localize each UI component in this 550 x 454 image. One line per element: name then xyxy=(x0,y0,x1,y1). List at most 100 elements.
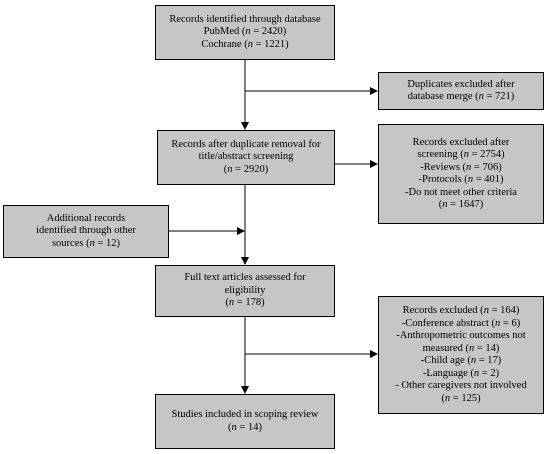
box-line: eligibility xyxy=(225,285,266,298)
box-line: (n = 14) xyxy=(228,422,262,435)
box-line: database merge (n = 721) xyxy=(408,91,515,104)
line-text: -Anthropometric outcomes not xyxy=(396,330,526,341)
line-text: ( xyxy=(228,421,232,433)
line-text: = 721) xyxy=(483,91,515,102)
box-line: Duplicates excluded after xyxy=(407,79,514,92)
line-text: -Protocols ( xyxy=(418,174,468,185)
line-text: Additional records xyxy=(46,212,126,224)
line-text: Duplicates excluded after xyxy=(407,78,515,90)
line-text: = 1221) xyxy=(252,38,289,50)
box-line: (n = 2920) xyxy=(224,164,268,177)
n-symbol: n xyxy=(227,163,233,175)
line-text: = 17) xyxy=(476,355,502,366)
line-text: = 2754) xyxy=(468,149,505,160)
n-symbol: n xyxy=(468,342,475,354)
line-text: eligibility xyxy=(224,284,266,296)
box-line: title/abstract screening xyxy=(199,151,294,164)
box-line: PubMed (n = 2420) xyxy=(204,26,287,39)
line-text: -Conference abstract ( xyxy=(401,317,496,329)
box-line: (n = 178) xyxy=(225,297,264,310)
box-line: Studies included in scoping review xyxy=(172,409,319,422)
line-text: -Do not meet other criteria xyxy=(405,186,517,198)
box-line: -Do not meet other criteria xyxy=(405,187,517,200)
box-line: (n = 1647) xyxy=(439,199,483,212)
n-symbol: n xyxy=(466,161,472,173)
line-text: = 178) xyxy=(234,297,265,309)
line-text: Full text articles assessed for xyxy=(184,272,306,284)
n-symbol: n xyxy=(467,174,474,185)
box-line: (n = 125) xyxy=(441,393,480,406)
n-symbol: n xyxy=(478,91,484,102)
line-text: Records after duplicate removal for xyxy=(171,138,321,150)
line-text: identified through other xyxy=(36,225,136,237)
n-symbol: n xyxy=(483,305,489,316)
line-text: sources ( xyxy=(51,237,90,249)
box-line: Additional records xyxy=(47,213,125,226)
line-text: Records excluded ( xyxy=(402,305,484,316)
n-symbol: n xyxy=(444,392,451,404)
box-line: - Other caregivers not involved xyxy=(395,380,526,393)
line-text: -Reviews ( xyxy=(420,161,467,173)
box-line: sources (n = 12) xyxy=(52,238,120,251)
box-line: identified through other xyxy=(36,225,136,238)
line-text: Records identified through database xyxy=(169,13,321,25)
n-symbol: n xyxy=(495,317,501,329)
line-text: Records excluded after xyxy=(412,136,510,148)
line-text: measured ( xyxy=(422,342,469,354)
box-line: Records excluded (n = 164) xyxy=(403,305,520,318)
line-text: = 125) xyxy=(450,392,481,404)
line-text: = 2) xyxy=(479,367,500,379)
box-line: Records excluded after xyxy=(413,137,510,150)
line-text: -Language ( xyxy=(422,367,474,379)
box-line: -Anthropometric outcomes not xyxy=(396,330,525,343)
line-text: -Child age ( xyxy=(420,355,471,366)
line-text: = 12) xyxy=(94,237,121,249)
line-text: ( xyxy=(441,392,445,404)
line-text: = 706) xyxy=(471,161,502,173)
line-text: PubMed ( xyxy=(203,26,246,38)
line-text: - Other caregivers not involved xyxy=(395,380,527,391)
n-symbol: n xyxy=(89,237,95,249)
box-line: -Reviews (n = 706) xyxy=(420,162,501,175)
line-text: Studies included in scoping review xyxy=(171,409,319,420)
line-text: Cochrane ( xyxy=(201,38,248,50)
box-line: -Protocols (n = 401) xyxy=(419,174,504,187)
n-symbol: n xyxy=(247,38,253,50)
box-line: Cochrane (n = 1221) xyxy=(201,39,288,52)
box-line: -Conference abstract (n = 6) xyxy=(402,318,520,331)
line-text: = 401) xyxy=(473,174,504,185)
n-symbol: n xyxy=(228,297,235,309)
n-symbol: n xyxy=(463,149,469,160)
line-text: ( xyxy=(225,297,229,309)
line-text: = 6) xyxy=(500,317,521,329)
n-symbol: n xyxy=(442,199,448,210)
n-symbol: n xyxy=(245,26,251,38)
line-text: = 2920) xyxy=(232,163,269,175)
n-symbol: n xyxy=(473,367,480,379)
box-line: Records after duplicate removal for xyxy=(171,139,320,152)
line-text: = 14) xyxy=(474,342,500,354)
line-text: = 14) xyxy=(236,421,262,433)
line-text: = 164) xyxy=(488,305,520,316)
line-text: ( xyxy=(223,163,228,175)
line-text: ( xyxy=(438,199,443,210)
n-symbol: n xyxy=(470,355,477,366)
box-line: Full text articles assessed for xyxy=(184,272,305,285)
records-excluded-fulltext-box: Records excluded (n = 164)-Conference ab… xyxy=(378,296,544,414)
box-line: Records identified through database xyxy=(169,14,320,27)
line-text: screening ( xyxy=(417,149,464,160)
studies-included-box: Studies included in scoping review (n = 1… xyxy=(155,394,335,449)
line-text: database merge ( xyxy=(407,91,479,102)
line-text: = 1647) xyxy=(447,199,484,210)
line-text: = 2420) xyxy=(250,26,287,38)
box-line: -Child age (n = 17) xyxy=(421,355,502,368)
box-line: -Language (n = 2) xyxy=(423,368,499,381)
